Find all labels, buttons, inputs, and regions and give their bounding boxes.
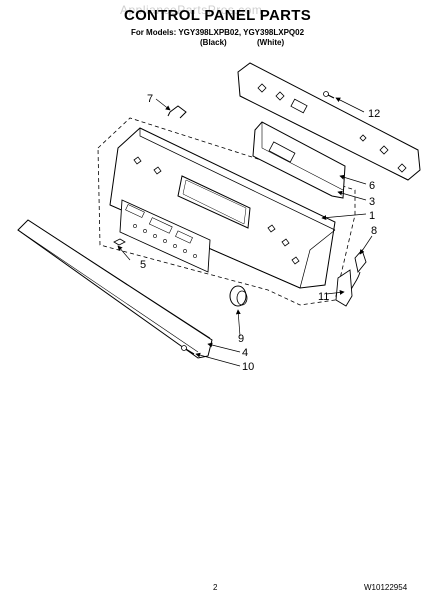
leader-lines [117, 97, 373, 367]
clip-part [113, 238, 126, 246]
screw-12-part [323, 91, 335, 99]
callout-6: 6 [369, 180, 375, 192]
rear-bracket-part [237, 62, 421, 181]
document-number: W10122954 [364, 583, 408, 592]
small-bracket-part [167, 105, 187, 119]
callout-1: 1 [369, 210, 375, 222]
control-panel-part [109, 127, 336, 289]
callout-5: 5 [140, 259, 146, 271]
color-label-white: (White) [257, 38, 285, 47]
callout-12: 12 [368, 108, 380, 120]
screw-part [181, 345, 195, 355]
assembly-dashed-outline [97, 117, 356, 306]
models-line: For Models: YGY398LXPB02, YGY398LXPQ02 [130, 28, 305, 37]
callout-11: 11 [318, 291, 329, 303]
side-bracket-part [335, 269, 353, 307]
callout-7: 7 [147, 93, 153, 105]
watermark-text: AppliancePartsPros.com [120, 3, 263, 17]
callout-9: 9 [238, 333, 244, 345]
display-board-part [252, 121, 346, 199]
color-label-black: (Black) [200, 38, 227, 47]
callout-4: 4 [242, 347, 248, 359]
callout-8: 8 [371, 225, 377, 237]
knob-part [229, 285, 248, 307]
callout-3: 3 [369, 196, 375, 208]
page-number: 2 [213, 583, 218, 592]
page-title: CONTROL PANEL PARTS [123, 7, 312, 24]
sensor-wire-part [349, 249, 367, 293]
trim-strip-part [17, 219, 213, 359]
callout-10: 10 [242, 361, 254, 373]
